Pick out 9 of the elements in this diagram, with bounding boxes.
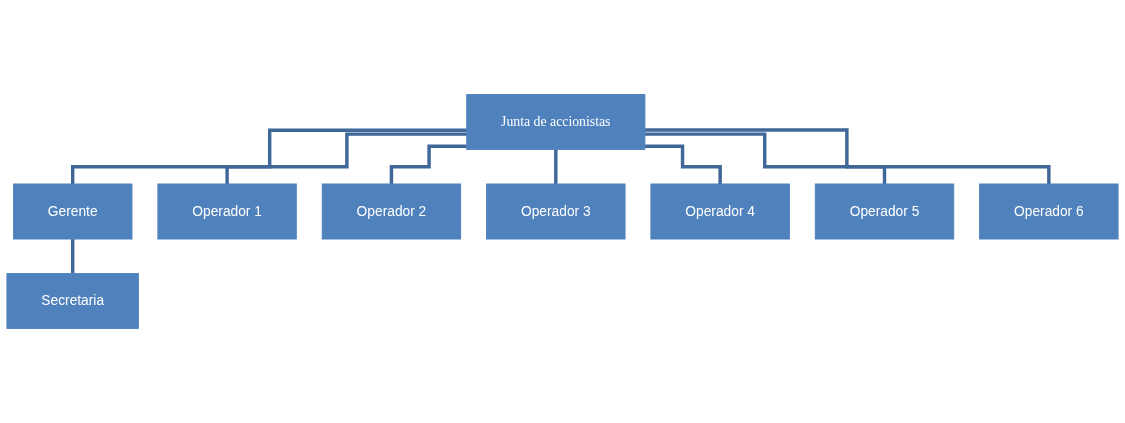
node-box: Junta de accionistas <box>466 94 646 150</box>
node-box: Secretaria <box>6 273 139 329</box>
node-box: Operador 2 <box>321 183 462 240</box>
node-box: Gerente <box>12 183 133 240</box>
node-box: Operador 3 <box>486 183 626 240</box>
node-box: Operador 4 <box>650 183 790 240</box>
node-box: Operador 1 <box>157 183 297 240</box>
node-box: Operador 6 <box>979 183 1119 240</box>
node-box: Operador 5 <box>814 183 955 240</box>
